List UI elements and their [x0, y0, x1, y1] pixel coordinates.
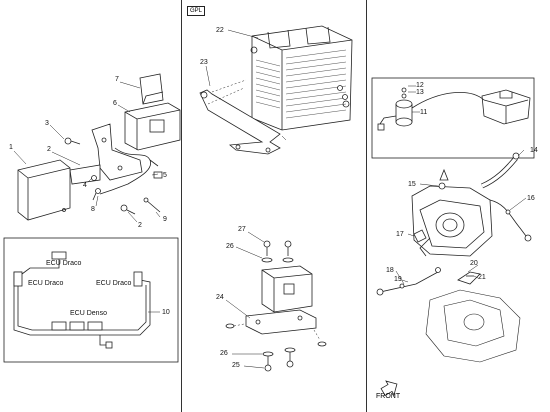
bracket-part-23 [199, 79, 287, 155]
callout-20: 20 [470, 260, 478, 267]
callout-27: 27 [238, 226, 246, 233]
sensor-inset [371, 77, 535, 159]
callout-9: 9 [163, 216, 167, 223]
callout-13: 13 [416, 89, 424, 96]
mount-part-24 [225, 240, 327, 372]
callout-4: 4 [83, 182, 87, 189]
linkage-parts-18-19 [376, 267, 441, 296]
ecu-module-part-6 [124, 102, 181, 151]
callout-2-lower: 2 [138, 222, 142, 229]
callout-26: 26 [226, 243, 234, 250]
screws-left [64, 137, 161, 215]
callout-15: 15 [408, 181, 416, 188]
callout-24: 24 [216, 294, 224, 301]
ecu-draco-right-label: ECU Draco [96, 280, 132, 287]
leaders-middle-top [205, 29, 259, 87]
leaders-right-inset [408, 85, 420, 113]
callout-5: 5 [163, 172, 167, 179]
variant-tag: GPL [187, 6, 206, 16]
callout-10: 10 [162, 309, 170, 316]
front-label: FRONT [376, 393, 401, 400]
front-arrow-icon [380, 380, 398, 397]
callout-7: 7 [115, 76, 119, 83]
callout-1: 1 [9, 144, 13, 151]
lower-engine [425, 289, 521, 363]
ecu-draco-top-label: ECU Draco [46, 260, 82, 267]
callout-22: 22 [216, 27, 224, 34]
callout-17: 17 [396, 231, 404, 238]
ecu-part-22 [250, 25, 353, 131]
cover-part-7 [139, 73, 164, 105]
sensor-part-11 [377, 87, 413, 131]
callout-26-lower: 26 [220, 350, 228, 357]
leaders-right [395, 149, 527, 285]
callout-11: 11 [420, 109, 428, 116]
sensor-part-17 [413, 229, 427, 243]
engine-assembly [411, 168, 493, 257]
ecu-wiring-harness [13, 251, 151, 349]
ecu-denso-label: ECU Denso [70, 310, 107, 317]
callout-3: 3 [45, 120, 49, 127]
callout-23: 23 [200, 59, 208, 66]
callout-21: 21 [478, 274, 486, 281]
callout-8: 8 [91, 206, 95, 213]
linkage-parts-20-21 [457, 271, 481, 285]
callout-14: 14 [530, 147, 538, 154]
panel-divider-right [366, 0, 367, 412]
wire-part-16 [489, 199, 532, 242]
callout-12: 12 [416, 82, 424, 89]
leaders-middle-bottom [225, 231, 265, 369]
ecu-wiring-inset [3, 237, 179, 363]
callout-6: 6 [113, 100, 117, 107]
tank-inset [411, 89, 531, 125]
panel-divider-left [181, 0, 182, 412]
hose-part-14 [480, 152, 520, 189]
callout-18: 18 [386, 267, 394, 274]
ecu-draco-left-label: ECU Draco [28, 280, 64, 287]
callout-19: 19 [394, 276, 402, 283]
callout-25: 25 [232, 362, 240, 369]
leaders-left [13, 81, 161, 223]
callout-2: 2 [47, 146, 51, 153]
callout-16: 16 [527, 195, 535, 202]
harness-part-5 [99, 147, 163, 195]
ecu-box-part-1 [17, 159, 71, 221]
